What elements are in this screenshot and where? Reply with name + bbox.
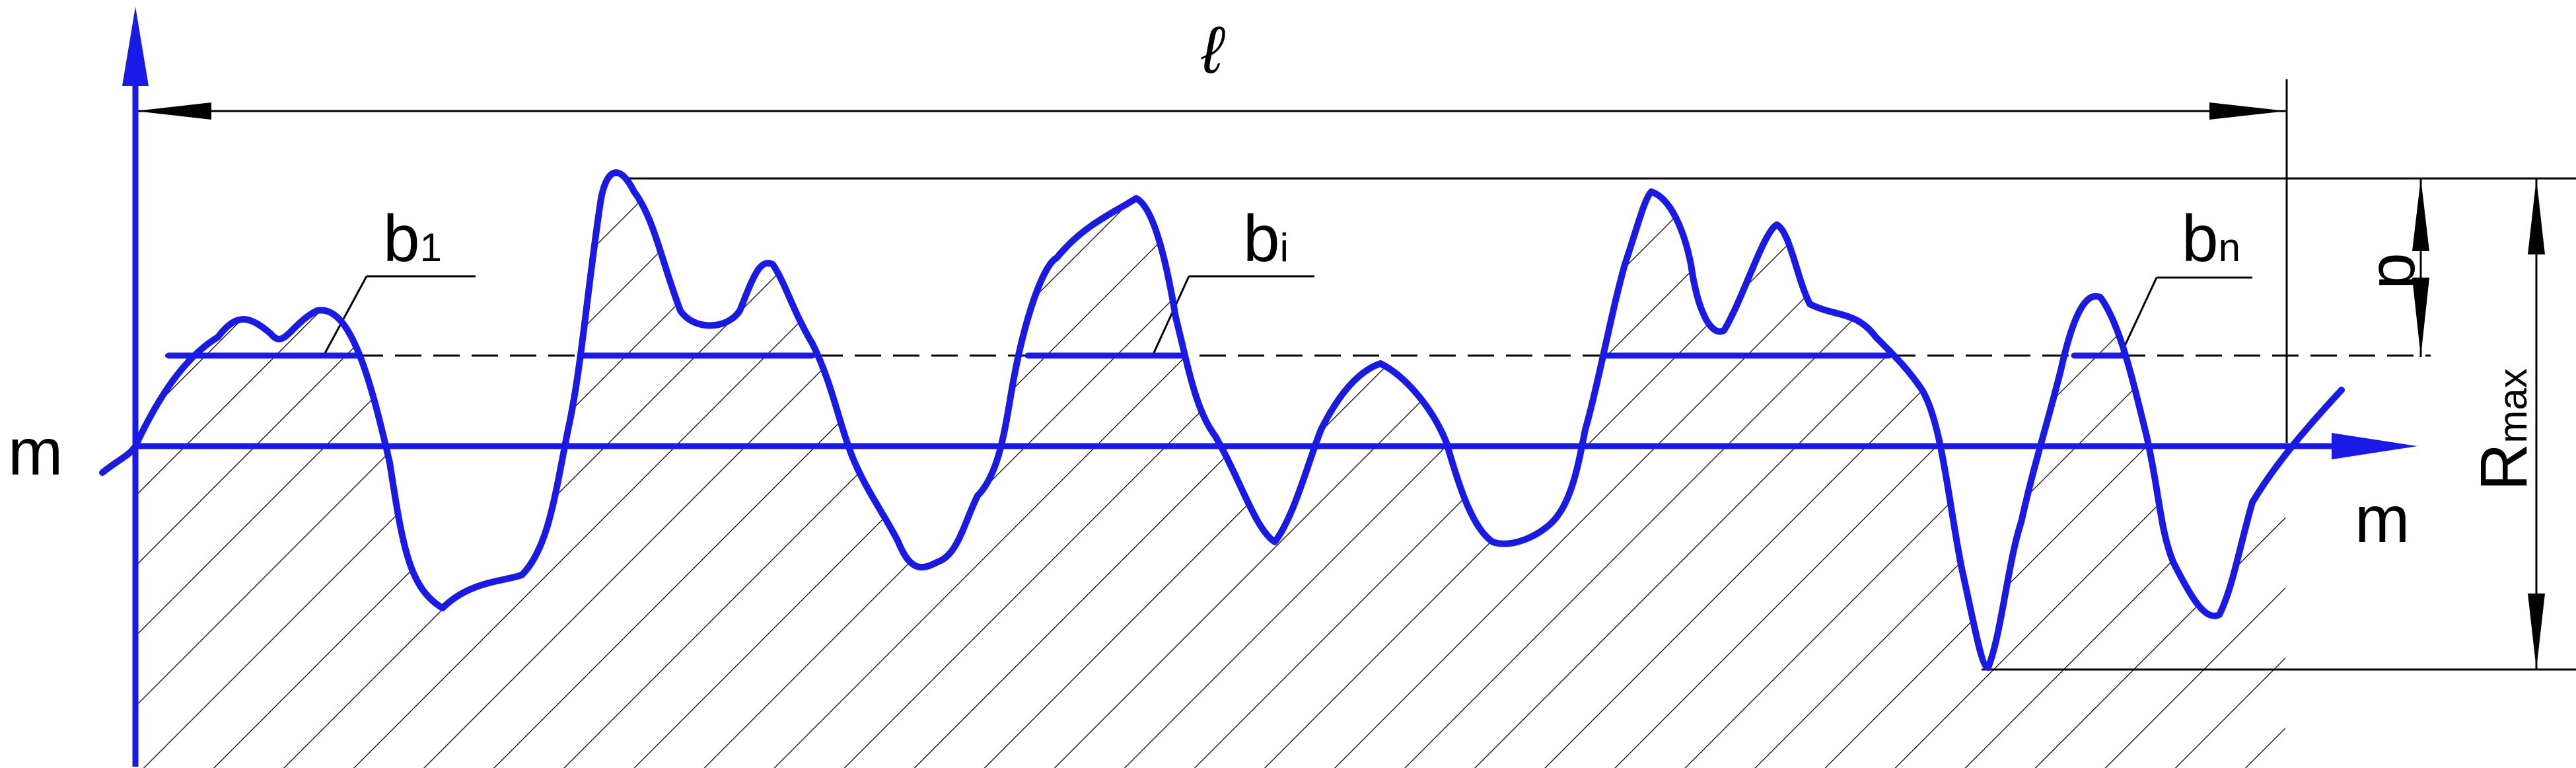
bi-label: bi [1243, 202, 1289, 276]
length-dimension [135, 79, 2288, 443]
roughness-profile-curve [99, 169, 2345, 671]
mean-line [135, 433, 2417, 459]
mean-line-label-left: m [8, 415, 63, 489]
rmax-dimension [2528, 178, 2545, 670]
b1-label: b1 [383, 202, 442, 276]
p-label: p [2355, 252, 2429, 289]
b1-leader [322, 275, 476, 356]
bn-base: b [2182, 202, 2219, 276]
bi-base: b [1243, 202, 1280, 276]
rmax-label: Rmax [2467, 368, 2541, 491]
p-dimension [2412, 178, 2429, 357]
rmax-base: R [2467, 443, 2541, 491]
vertical-axis [122, 7, 149, 767]
b1-subscript: 1 [420, 225, 442, 270]
bi-leader [1151, 275, 1314, 356]
b1-base: b [383, 202, 420, 276]
bi-subscript: i [1280, 225, 1289, 270]
bn-subscript: n [2219, 225, 2240, 270]
mean-line-label-right: m [2355, 482, 2410, 557]
bn-leader [2119, 276, 2252, 356]
rmax-subscript: max [2491, 368, 2535, 443]
bn-label: bn [2182, 202, 2240, 276]
length-label: ℓ [1201, 13, 1225, 87]
hatched-material-region [135, 173, 2285, 768]
